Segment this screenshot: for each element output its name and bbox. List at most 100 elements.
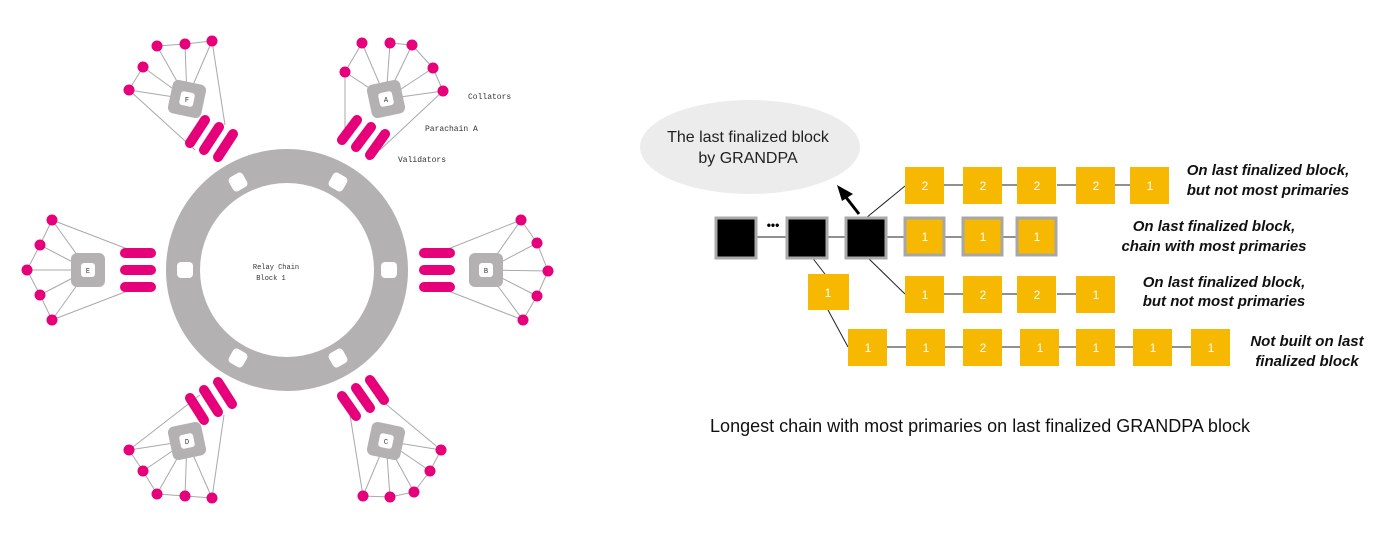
row-4-label-line-1: Not built on last: [1250, 333, 1364, 350]
row-1-block: [1130, 167, 1169, 204]
collator-node: [384, 37, 396, 49]
parachain-A: A: [366, 79, 406, 119]
collator-node: [357, 490, 369, 502]
validator-pill: [337, 391, 361, 421]
collator-node: [427, 62, 439, 74]
row-1-label-line-2: but not most primaries: [1187, 182, 1350, 199]
row-1-block: [963, 167, 1002, 204]
row-4-block-label: 2: [980, 341, 987, 355]
finalized-block: [785, 216, 829, 260]
collator-node: [151, 40, 163, 52]
collator-node: [339, 66, 351, 78]
row-2-block-label: 1: [922, 230, 929, 244]
row-4-block: [1076, 329, 1115, 366]
collator-node: [137, 61, 149, 73]
parachain-E: E: [71, 253, 105, 287]
row-2-block: [961, 216, 1004, 257]
row-2-label-line-1: On last finalized block,: [1133, 218, 1296, 235]
row-1-block-label: 2: [980, 179, 987, 193]
ring-slot: [328, 348, 348, 368]
ring-slot: [328, 172, 348, 192]
collator-node: [517, 314, 529, 326]
collator-node: [137, 465, 149, 477]
row-4-block: [1020, 329, 1059, 366]
bubble-line-1: The last finalized block: [667, 129, 830, 146]
row-4-block-label: 1: [865, 341, 872, 355]
parachain-D: D: [167, 421, 207, 461]
finalized-block: [714, 216, 758, 260]
row-1-block: [905, 167, 944, 204]
row-2-block-label: 1: [1034, 230, 1041, 244]
row-3-block-label: 2: [980, 288, 987, 302]
collator-node: [179, 38, 191, 50]
caption: Longest chain with most primaries on las…: [710, 416, 1251, 436]
fork-block: [808, 274, 849, 310]
collator-node: [46, 314, 58, 326]
parachain-label: E: [86, 268, 90, 276]
validator-pill: [199, 385, 223, 417]
ellipsis-dots: •••: [767, 218, 780, 232]
row-3-block-label: 1: [922, 288, 929, 302]
validator-groups: [120, 115, 455, 425]
collator-node: [151, 488, 163, 500]
row-4-block: [1133, 329, 1172, 366]
parachain-label: F: [185, 97, 189, 105]
parachain-label: D: [185, 439, 189, 447]
relay-block-label: Block 1: [256, 275, 285, 283]
collator-node: [435, 444, 447, 456]
validator-pill: [213, 377, 237, 409]
parachain-label: C: [384, 439, 388, 447]
row-4-block: [848, 329, 887, 366]
row-1-block-label: 2: [922, 179, 929, 193]
row-4-block-label: 1: [1037, 341, 1044, 355]
row-2-block-label: 1: [980, 230, 987, 244]
collator-node: [21, 264, 33, 276]
row-2-block: [1015, 216, 1058, 257]
row-2-block: [903, 216, 946, 257]
validators-label: Validators: [398, 156, 446, 165]
finalized-bubble: [640, 100, 860, 194]
row-1-label-line-1: On last finalized block,: [1187, 162, 1350, 179]
parachain-C: C: [366, 421, 406, 461]
arrow-head-icon: [837, 185, 853, 201]
row-3-block: [905, 276, 944, 313]
row-3-block-label: 1: [1093, 288, 1100, 302]
validator-pill: [365, 375, 389, 405]
row-1-block-label: 1: [1147, 179, 1154, 193]
collators-label: Collators: [468, 93, 511, 102]
row-2-label-line-2: chain with most primaries: [1121, 238, 1306, 255]
collator-node: [515, 214, 527, 226]
collator-node: [34, 289, 46, 301]
parachain-B: B: [469, 253, 503, 287]
finalized-arrow: [837, 185, 861, 215]
collator-node: [408, 486, 420, 498]
validator-pill: [365, 129, 390, 160]
row-4-block-label: 1: [1150, 341, 1157, 355]
row-labels: On last finalized block, but not most pr…: [1121, 162, 1364, 370]
ring-slot: [381, 262, 397, 278]
ring-slot: [228, 348, 248, 368]
collator-node: [46, 214, 58, 226]
row-3-block: [1017, 276, 1056, 313]
validator-pill: [185, 115, 210, 148]
validator-pill: [351, 383, 375, 413]
finalized-chain: •••: [714, 216, 888, 260]
collator-nodes: [21, 35, 554, 504]
row-1-block: [1076, 167, 1115, 204]
row-3-label-line-2: but not most primaries: [1143, 293, 1306, 310]
collator-node: [34, 239, 46, 251]
collator-node: [123, 444, 135, 456]
chain-links: [756, 184, 1191, 348]
row-1-block-label: 2: [1093, 179, 1100, 193]
parachain-a-label: Parachain A: [425, 125, 478, 134]
row-1-block-label: 2: [1034, 179, 1041, 193]
row-4-block-label: 1: [1208, 341, 1215, 355]
ring-slots: [177, 172, 397, 368]
validator-pill: [337, 115, 362, 145]
row-3-label-line-1: On last finalized block,: [1143, 274, 1306, 291]
ring-slot: [228, 172, 248, 192]
validator-pill: [351, 122, 376, 152]
collator-node: [206, 492, 218, 504]
grandpa-diagram: The last finalized block by GRANDPA: [640, 100, 1365, 436]
